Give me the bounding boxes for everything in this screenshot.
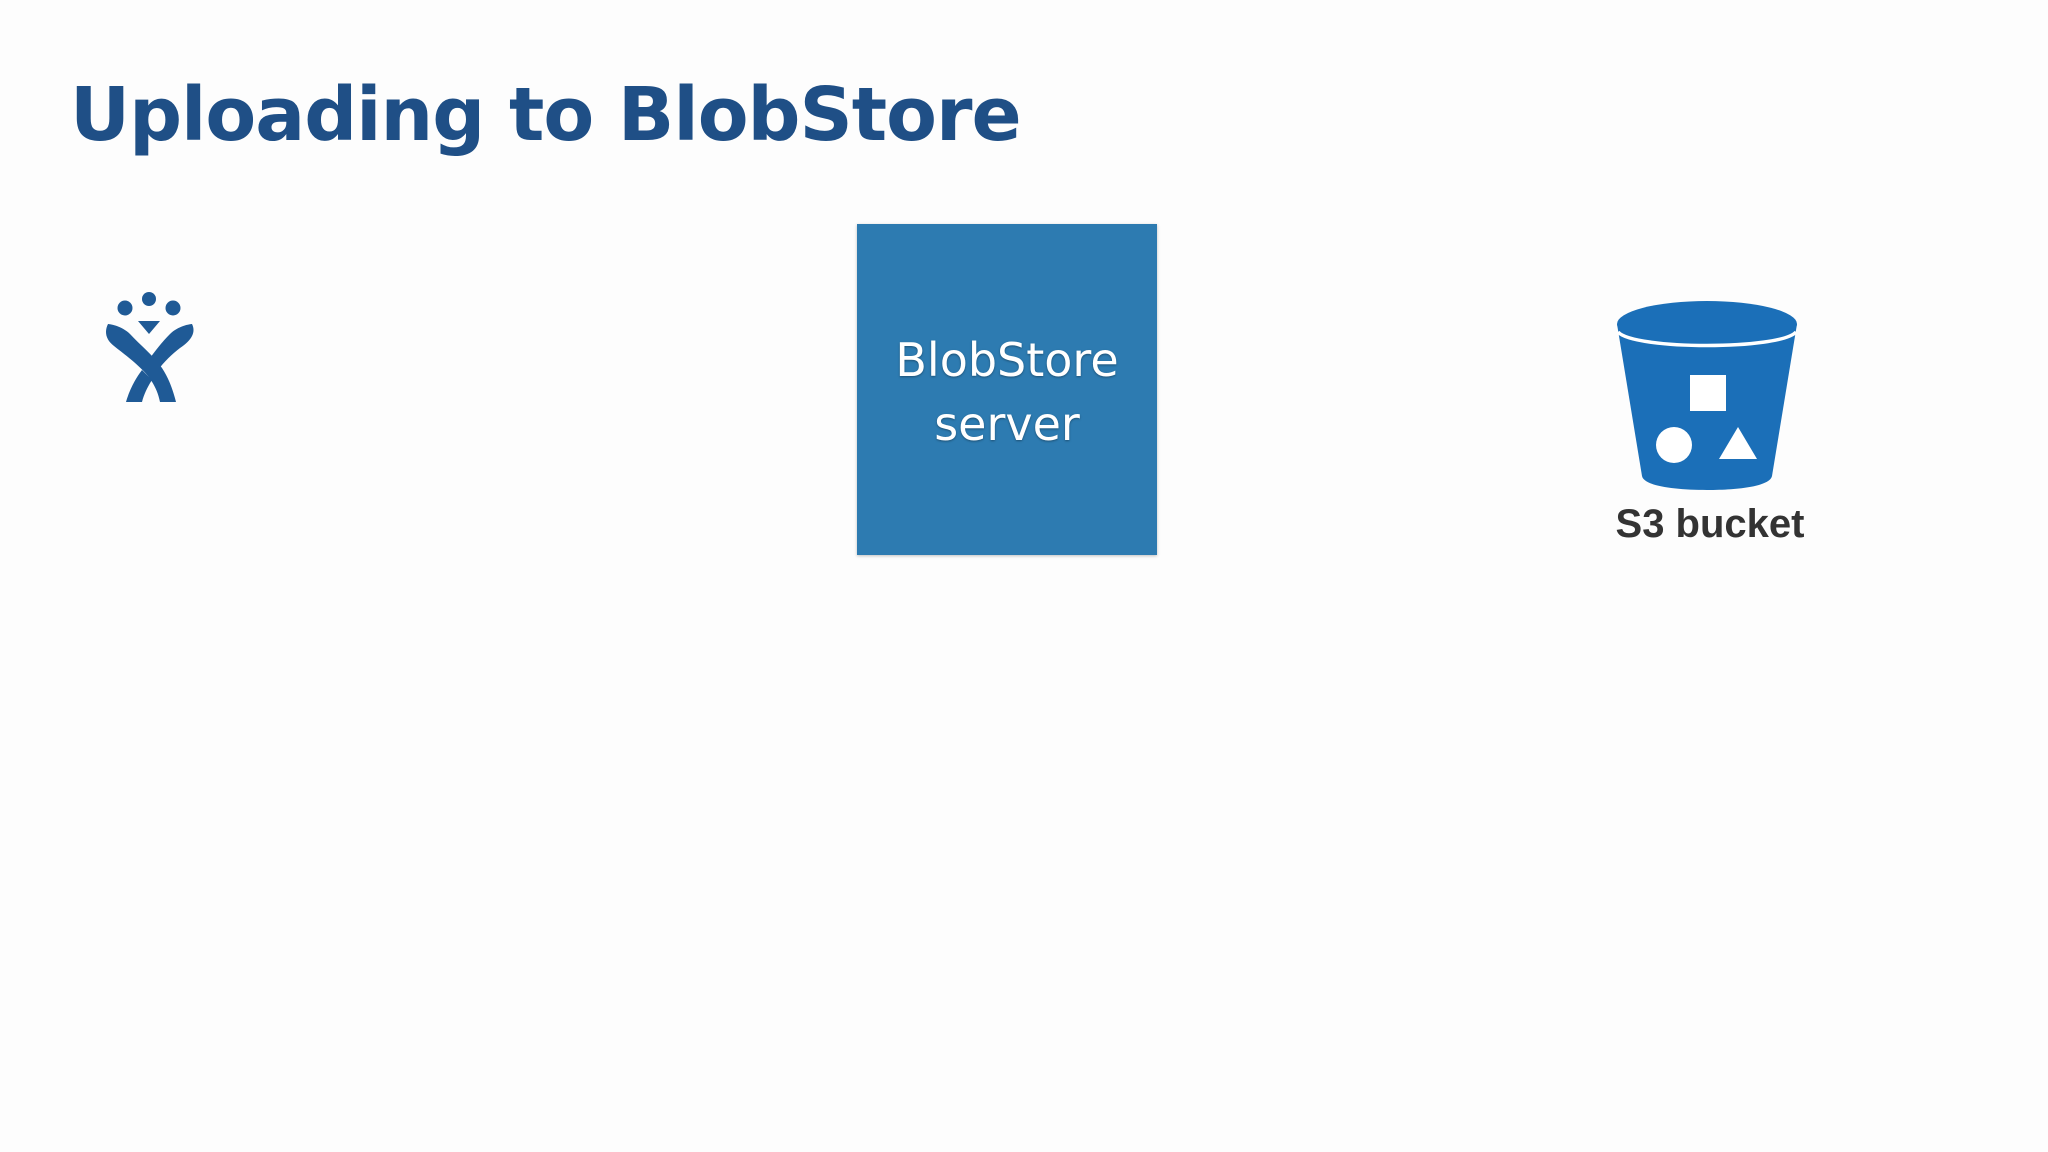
atlassian-jira-logo-icon xyxy=(106,292,194,402)
server-label-line2: server xyxy=(934,397,1080,451)
server-label-line1: BlobStore xyxy=(895,333,1119,387)
blobstore-server-box: BlobStore server xyxy=(857,224,1157,555)
slide-title: Uploading to BlobStore xyxy=(70,72,1022,158)
s3-bucket-label: S3 bucket xyxy=(1615,502,1805,546)
s3-bucket-icon xyxy=(1616,301,1798,490)
